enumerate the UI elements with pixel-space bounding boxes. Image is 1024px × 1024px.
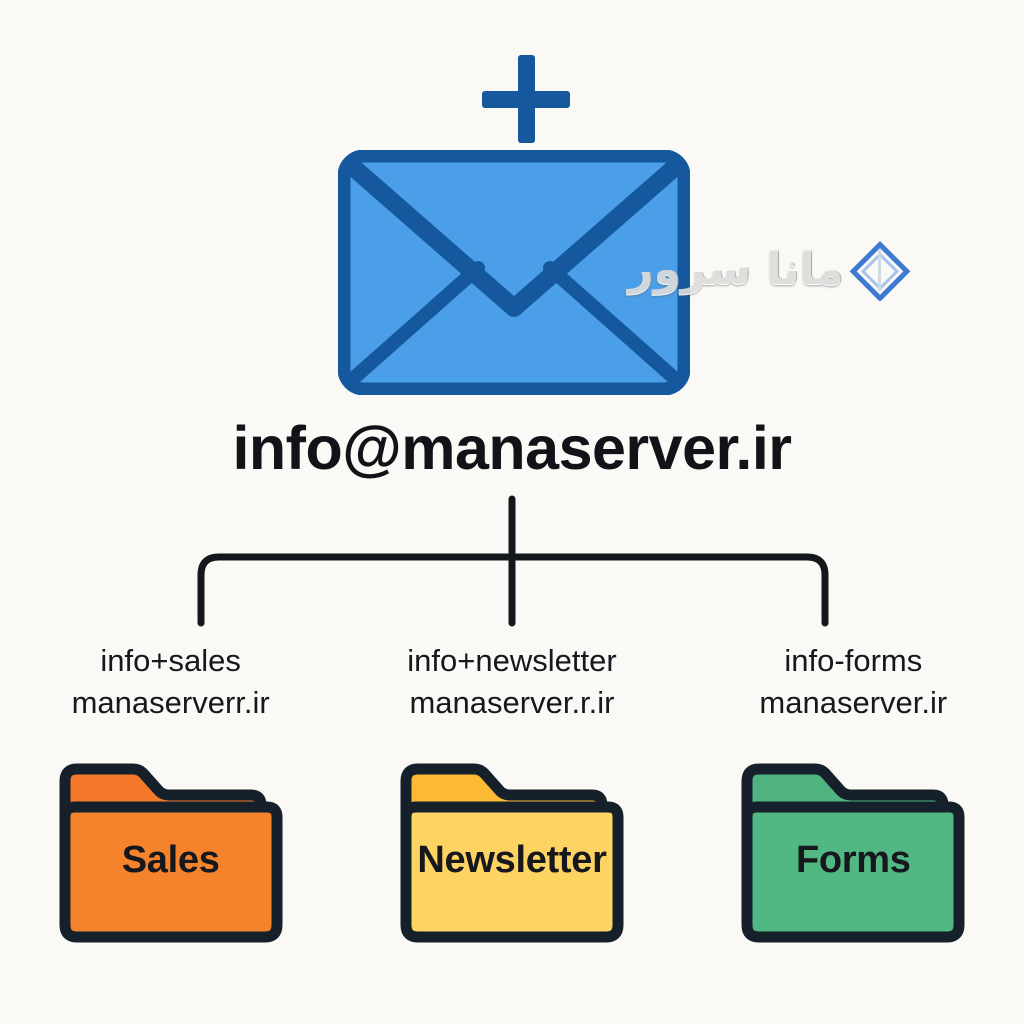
envelope-icon (338, 150, 690, 395)
folder-icon-forms (741, 763, 965, 943)
alias-label-sales: info+sales manaserverr.ir (0, 640, 341, 740)
folder-icon-sales (59, 763, 283, 943)
alias-sales-line1: info+sales (100, 643, 241, 678)
folder-forms[interactable]: Forms (737, 755, 969, 947)
alias-forms-line1: info-forms (784, 643, 923, 678)
branch-connector (197, 495, 829, 627)
folder-col-sales: Sales (0, 755, 341, 955)
folder-row: Sales Newsletter Forms (0, 755, 1024, 955)
folder-col-forms: Forms (683, 755, 1024, 955)
alias-forms-line2: manaserver.ir (759, 685, 948, 720)
folder-sales[interactable]: Sales (55, 755, 287, 947)
watermark: مانا سرور (628, 228, 928, 312)
alias-newsletter-line2: manaserver.r.ir (409, 685, 615, 720)
watermark-text: مانا سرور (628, 244, 844, 295)
plus-icon (482, 55, 570, 143)
alias-newsletter-line1: info+newsletter (407, 643, 617, 678)
alias-label-newsletter: info+newsletter manaserver.r.ir (341, 640, 682, 740)
folder-icon-newsletter (400, 763, 624, 943)
folder-col-newsletter: Newsletter (341, 755, 682, 955)
root-email-icon-group (330, 45, 695, 395)
folder-newsletter[interactable]: Newsletter (396, 755, 628, 947)
diamond-logo-icon (850, 241, 911, 301)
page-title: info@manaserver.ir (232, 414, 792, 482)
alias-sales-line2: manaserverr.ir (71, 685, 270, 720)
alias-label-forms: info-forms manaserver.ir (683, 640, 1024, 740)
alias-label-row: info+sales manaserverr.ir info+newslette… (0, 640, 1024, 740)
